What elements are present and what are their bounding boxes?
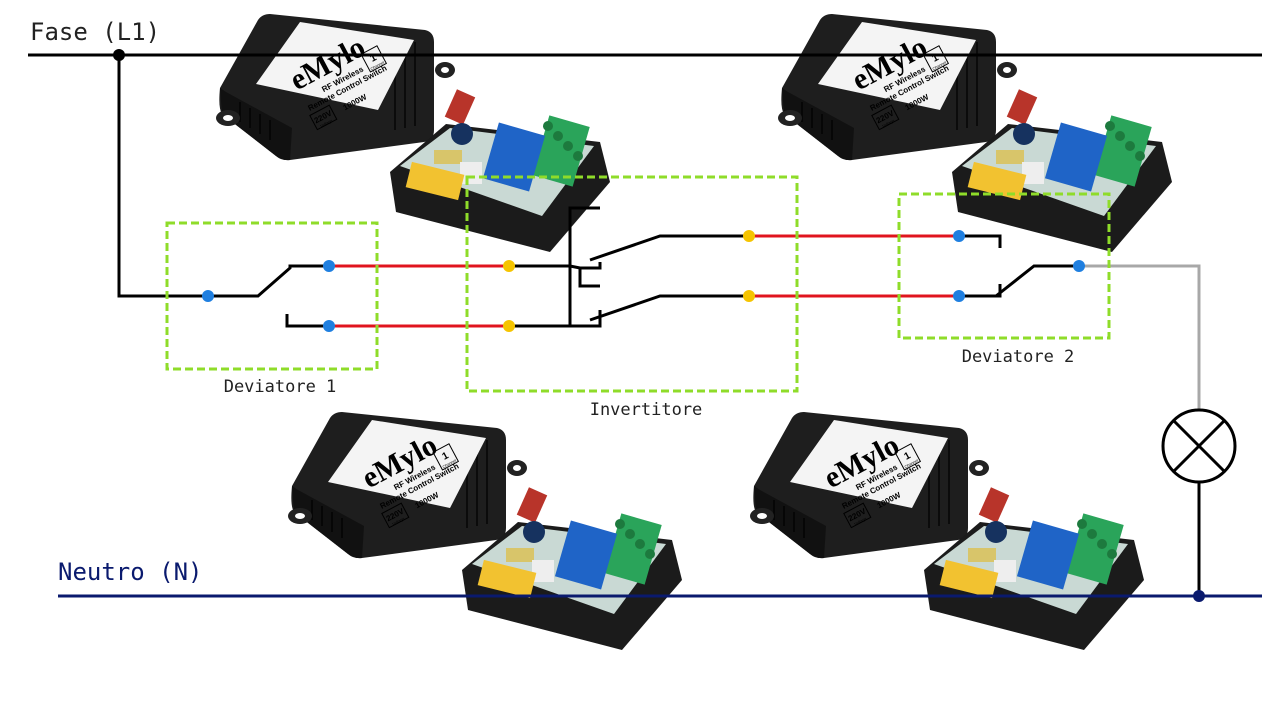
black-wiring [117, 55, 1201, 596]
module-voltage-sub: Voltage [319, 117, 334, 128]
phase-label: Fase (L1) [30, 18, 160, 46]
terminals-blue [202, 230, 1085, 332]
inverter-box [465, 175, 799, 393]
neutral-label: Neutro (N) [58, 558, 203, 586]
module-channel-label: Channel [369, 60, 385, 71]
module-channel-num: 1 [902, 450, 912, 463]
switch1-box [165, 221, 379, 371]
switch1-label: Deviatore 1 [224, 377, 337, 397]
rf-module-bottom-right: eMylo RF Wireless Remote Control Switch … [749, 411, 1145, 651]
switch2-label: Deviatore 2 [962, 347, 1075, 367]
inverter-label: Invertitore [590, 400, 703, 420]
traveler-wires [329, 234, 959, 328]
lamp-icon [1161, 408, 1237, 484]
module-channel-num: 1 [368, 52, 378, 65]
rf-module-top-left: eMylo RF Wireless Remote Control Switch … [215, 13, 611, 253]
neutral-junction-dot [1193, 590, 1205, 602]
terminals-yellow [503, 230, 755, 332]
module-channel-label: Channel [903, 458, 919, 469]
load-wire [1079, 264, 1201, 410]
module-voltage-sub: Voltage [853, 515, 868, 526]
module-channel-label: Channel [931, 60, 947, 71]
module-channel-num: 1 [440, 450, 450, 463]
module-channel-num: 1 [930, 52, 940, 65]
module-voltage-sub: Voltage [881, 117, 896, 128]
rf-module-top-right: eMylo RF Wireless Remote Control Switch … [777, 13, 1173, 253]
switch2-box [897, 192, 1111, 340]
module-voltage-sub: Voltage [391, 515, 406, 526]
rf-module-bottom-left: eMylo RF Wireless Remote Control Switch … [287, 411, 683, 651]
module-channel-label: Channel [441, 458, 457, 469]
phase-junction-dot [113, 49, 125, 61]
